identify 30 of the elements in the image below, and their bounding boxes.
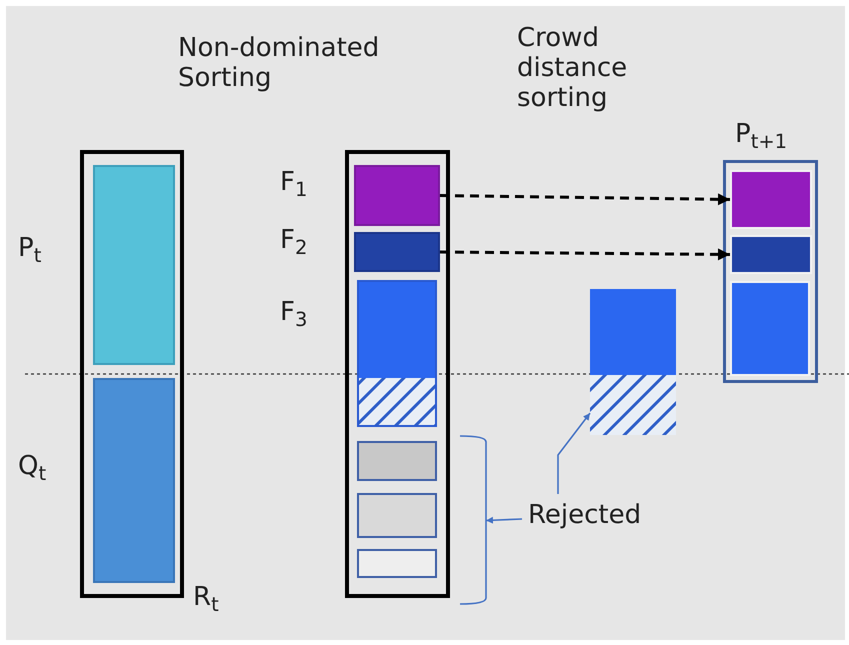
front-bar xyxy=(730,281,810,376)
bracket xyxy=(458,434,490,606)
population-column xyxy=(80,150,184,598)
dashed-arrow xyxy=(440,193,730,206)
set-label: F$_{3}$ xyxy=(280,298,308,332)
dashed-arrow xyxy=(440,248,730,260)
rejected-front-bar xyxy=(357,549,437,578)
set-label: P$_{t+1}$ xyxy=(735,120,788,154)
front-bar xyxy=(730,170,812,229)
leader-arrow xyxy=(557,412,591,494)
crowd-sorted-front-bar xyxy=(590,289,676,435)
front-bar xyxy=(730,235,812,274)
front-bar xyxy=(354,232,440,272)
rejected-front-bar xyxy=(357,493,437,538)
set-label: R$_{t}$ xyxy=(193,583,219,617)
parent-population-bar xyxy=(93,165,175,365)
step-heading: Crowd distance sorting xyxy=(517,24,628,114)
next-population-column xyxy=(723,160,818,383)
step-heading: Non-dominated Sorting xyxy=(178,34,380,94)
set-label: F$_{1}$ xyxy=(280,168,308,202)
set-label: Q$_{t}$ xyxy=(18,452,46,486)
set-label: F$_{2}$ xyxy=(280,226,308,260)
rejected-front-bar xyxy=(357,441,437,481)
front-bar xyxy=(354,165,440,226)
sorted-fronts-column xyxy=(345,150,450,598)
leader-arrow xyxy=(486,516,522,524)
front-bar xyxy=(357,280,437,427)
node-label: Rejected xyxy=(528,499,642,531)
set-label: P$_{t}$ xyxy=(18,234,42,268)
offspring-population-bar xyxy=(93,378,175,583)
